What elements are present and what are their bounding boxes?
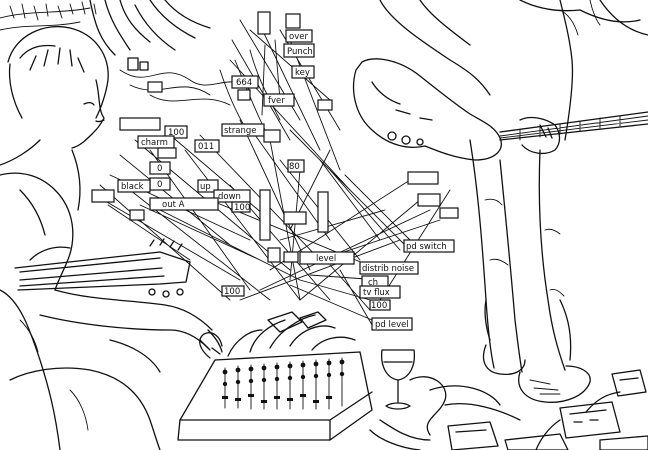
patch-box-011: 011: [198, 142, 214, 152]
patch-box-0b: 0: [157, 180, 162, 190]
patch-box-664: 664: [236, 78, 252, 88]
right-guitar: [352, 58, 648, 161]
crowd-hatching: [0, 0, 251, 106]
patch-box-black: black: [121, 182, 144, 192]
patch-box-80: 80: [289, 162, 300, 172]
mixer: [177, 311, 373, 441]
patch-box-ch: ch: [368, 278, 378, 288]
left-guitar: [14, 238, 191, 298]
patch-box-fver: fver: [268, 96, 285, 106]
patch-box-tv-flux: tv flux: [363, 288, 390, 298]
patch-box-over: over: [289, 32, 308, 42]
patch-box-100-mid: 100: [234, 203, 250, 213]
patch-box-up: up: [200, 182, 211, 192]
mixer-knobs: [222, 359, 345, 403]
wine-glass: [380, 349, 416, 410]
patch-box-100-low: 100: [371, 301, 387, 311]
pd-patch: over Punch key 664 fver 100 charm strang…: [91, 11, 459, 331]
patch-box-key: key: [295, 68, 310, 78]
patch-box-out-a: out A: [162, 200, 185, 210]
patch-box-down: down: [218, 192, 241, 202]
patch-box-pd-level: pd level: [375, 320, 409, 330]
floor-gear: [369, 369, 648, 450]
patch-box-strange: strange: [224, 126, 256, 136]
right-guitarist: [379, 0, 648, 403]
patch-box-pd-switch: pd switch: [406, 242, 447, 252]
patch-box-punch: Punch: [287, 47, 313, 57]
patch-box-0a: 0: [157, 164, 162, 174]
patch-box-level: level: [316, 254, 336, 264]
patch-box-distrib-noise: distrib noise: [362, 264, 414, 274]
patch-box-charm: charm: [141, 138, 168, 148]
patch-box-100-bot: 100: [224, 287, 240, 297]
left-musician: [0, 25, 223, 450]
patch-box-100-top: 100: [168, 128, 184, 138]
